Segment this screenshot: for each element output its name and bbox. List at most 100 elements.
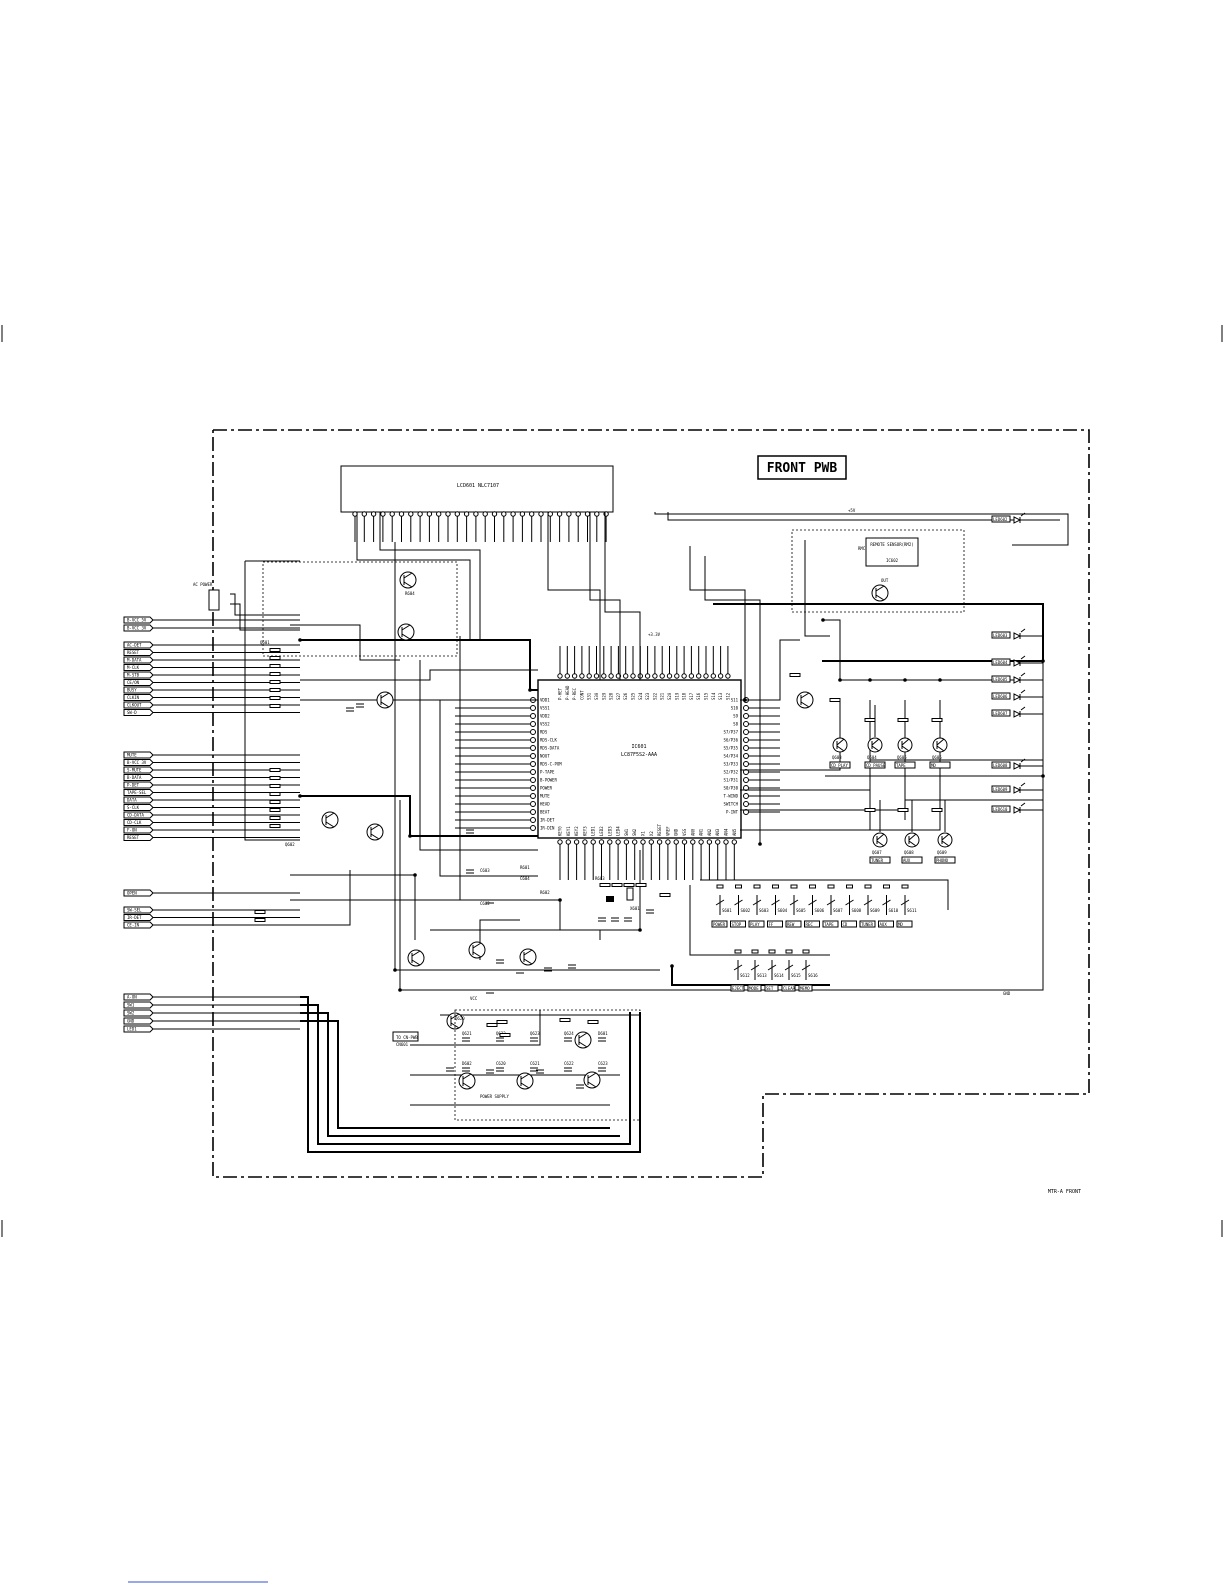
- resistor: [269, 680, 281, 684]
- signal-label: CLKIN: [127, 695, 140, 700]
- psu-part-label: C620: [496, 1061, 506, 1066]
- led-driver-transistor: [872, 832, 888, 848]
- signal-label: CE/ON: [127, 680, 140, 685]
- junction-dot: [398, 988, 402, 992]
- resistor: [269, 768, 281, 772]
- lcd-pin: [454, 511, 460, 517]
- switch-resistor: [809, 884, 816, 889]
- cpu-pin: [743, 705, 749, 711]
- transistor-collector: [403, 572, 413, 579]
- switch-ref: S603: [759, 908, 769, 913]
- transistor-emitter: [871, 745, 880, 752]
- resistor: [269, 656, 281, 660]
- led-driver-transistor: [867, 737, 883, 753]
- led-ray: [1020, 655, 1026, 660]
- signal-label: TAPE-SEL: [127, 790, 147, 795]
- led-tag-label: CD PAUSE: [866, 763, 886, 768]
- cpu-pin: [656, 839, 663, 845]
- resistor: [269, 824, 281, 828]
- transistor: [321, 811, 339, 829]
- cpu-pin-label: S7/P37: [724, 730, 739, 735]
- switch-tag-box: [822, 920, 839, 928]
- cpu-pin-label: VSS2: [540, 722, 550, 727]
- switch-ref: S610: [889, 908, 899, 913]
- cpu-pin: [703, 673, 709, 679]
- lcd-pin: [482, 511, 488, 517]
- cpu-pin: [698, 839, 704, 845]
- cpu-pin: [615, 839, 621, 845]
- left-signal-list: B-VCC 5VB-VCC 3VAC-DETRESETM-DATAM-CLKM-…: [123, 616, 300, 1033]
- led-ray: [1020, 689, 1026, 694]
- resistor: [269, 792, 281, 796]
- cpu-pin-label: KEY3: [582, 826, 587, 836]
- junction-dot: [1041, 774, 1045, 778]
- misc-label: C604: [520, 876, 530, 881]
- cpu-pin-label: S29: [601, 692, 606, 700]
- signal-tag: [123, 826, 154, 834]
- misc-label: GND: [1003, 991, 1011, 996]
- switch-tag: CD: [843, 922, 848, 927]
- lcd-pin: [547, 511, 553, 517]
- signal-label: CE-IN: [127, 923, 140, 928]
- led-ref-box: [991, 631, 1011, 639]
- psu-part-label: D601: [598, 1031, 608, 1036]
- signal-label: B-VCC 3V: [127, 760, 147, 765]
- cpu-pin-label: S1/P31: [724, 778, 739, 783]
- led-ray: [1020, 782, 1026, 787]
- switch-resistor: [751, 949, 759, 954]
- switch-contact: [789, 899, 799, 906]
- cpu-pin-label: S12: [725, 692, 730, 700]
- switch-contact: [750, 964, 760, 971]
- switch-tag: SET: [766, 986, 774, 991]
- resistor: [496, 1020, 508, 1024]
- resistor: [611, 883, 623, 887]
- signal-label: CLKOUT: [127, 703, 142, 708]
- junction-dot: [821, 618, 825, 622]
- resistor: [931, 808, 943, 812]
- lcd-pin: [436, 511, 442, 517]
- transistor-collector: [401, 624, 411, 631]
- switch-contact: [771, 899, 780, 906]
- ac-connector: [208, 589, 220, 611]
- misc-label: +3.3V: [648, 632, 661, 637]
- cpu-pin: [673, 839, 679, 845]
- cpu-pin: [601, 673, 607, 679]
- resistor: [864, 808, 876, 812]
- cpu-pin: [530, 737, 536, 743]
- signal-tag: [123, 664, 154, 671]
- cpu-pin-label: CONT: [579, 690, 584, 700]
- cpu-pin-label: P-HEAD: [565, 685, 570, 700]
- led-driver-transistor: [932, 737, 948, 753]
- cpu-pin-label: MUTE: [540, 794, 550, 799]
- transistor-label: Q603: [832, 755, 842, 760]
- led-symbol: [1013, 710, 1022, 718]
- switch-ref: S606: [815, 908, 825, 913]
- remote-sensor-label: REMOTE SENSOR(RM2): [870, 542, 913, 547]
- transistor-collector: [411, 950, 421, 957]
- cpu-pin-label: BEAT: [540, 810, 550, 815]
- switch-tag: POWER: [713, 922, 726, 927]
- led-tag-box: [829, 761, 851, 769]
- switch-ref: S611: [907, 908, 917, 913]
- lcd-pin: [529, 511, 535, 517]
- led-driver-transistor: [904, 832, 920, 848]
- switch-tag-box: [730, 984, 745, 992]
- resistor: [587, 1020, 599, 1024]
- transistor-emitter: [876, 840, 885, 847]
- led-ray: [1020, 706, 1026, 711]
- cpu-pin: [530, 745, 536, 751]
- signal-label: CD-CLK: [127, 820, 142, 825]
- cpu-pin: [607, 839, 613, 845]
- misc-labels: +5V+3.3VGNDX601C602C603C604R601R602R603R…: [260, 508, 1011, 1001]
- signal-tag: [123, 759, 154, 766]
- led-ref-box: [991, 785, 1011, 793]
- switch-tag: PLAY: [750, 922, 760, 927]
- signal-tag: [123, 819, 154, 826]
- transistor-collector: [462, 1073, 472, 1080]
- cpu-pin-label: P-TAPE: [540, 770, 555, 775]
- transistor-emitter: [411, 959, 421, 966]
- signal-label: A-ON: [127, 995, 137, 1000]
- cpu-pin-label: S16: [696, 692, 701, 700]
- switch-resistor: [802, 949, 810, 954]
- led-tag-label: CD PLAY: [831, 763, 848, 768]
